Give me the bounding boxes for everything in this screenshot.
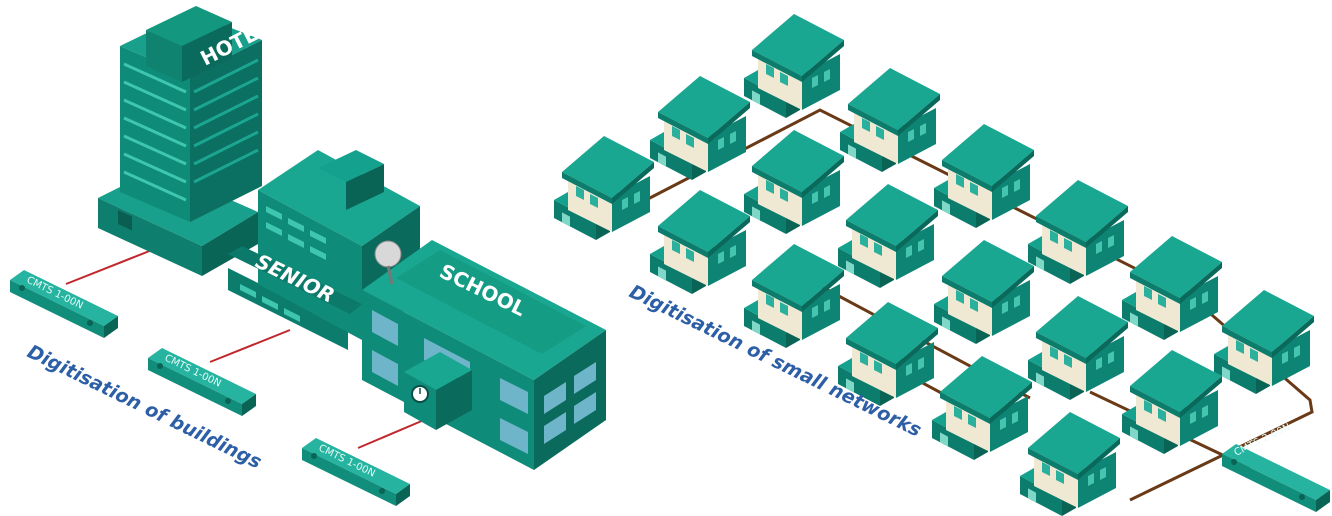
house (934, 240, 1034, 344)
house (1122, 236, 1222, 340)
house (1122, 350, 1222, 454)
house-grid (554, 14, 1314, 516)
house (744, 14, 844, 118)
building-links (65, 249, 425, 449)
cmts-device-network: CMTS 2-00N (1222, 422, 1330, 512)
house (840, 68, 940, 172)
house (1214, 290, 1314, 394)
house (1028, 296, 1128, 400)
house (932, 356, 1032, 460)
house (744, 244, 844, 348)
hotel-building: HOTEL (98, 6, 273, 276)
house (934, 124, 1034, 228)
house (1020, 412, 1120, 516)
house (650, 76, 750, 180)
house (744, 130, 844, 234)
house (838, 184, 938, 288)
school-building: SCHOOL (362, 240, 606, 470)
house (650, 190, 750, 294)
cmts-device-1: CMTS 1-00N (10, 270, 118, 338)
house (554, 136, 654, 240)
cmts-device-network-label: CMTS 2-00N (1232, 422, 1292, 459)
house (1028, 180, 1128, 284)
cmts-device-3: CMTS 1-00N (302, 438, 410, 506)
